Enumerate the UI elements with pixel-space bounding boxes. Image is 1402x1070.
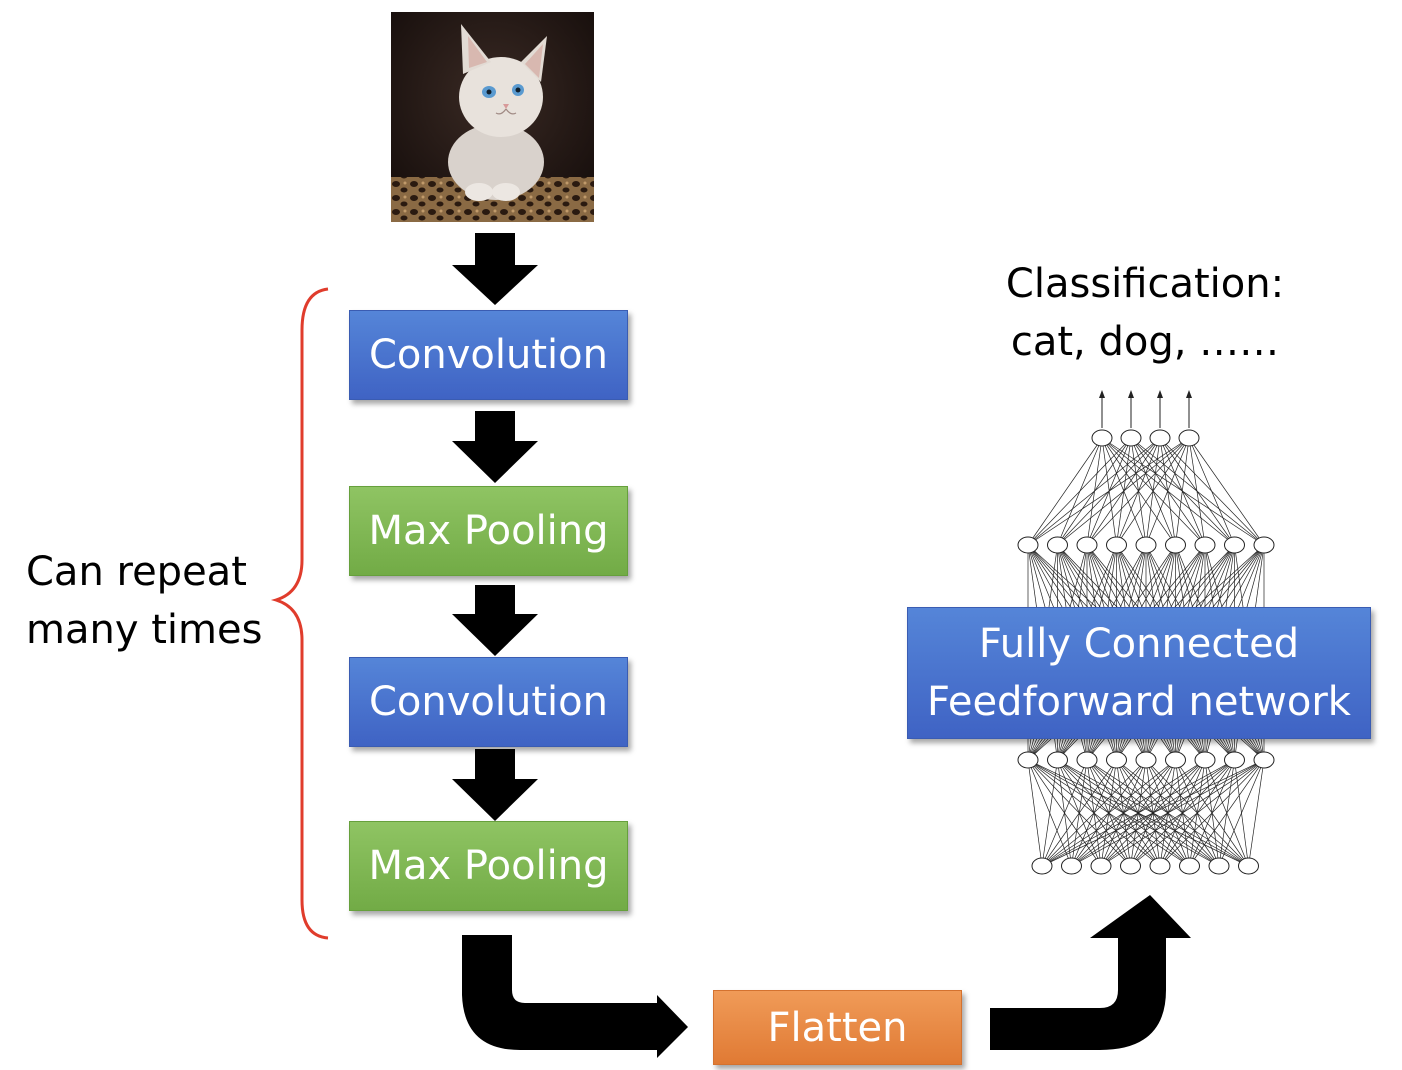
conv-box-2: Convolution bbox=[349, 657, 628, 747]
output-arrowhead-icon bbox=[1186, 390, 1192, 398]
conv-box-1-label: Convolution bbox=[369, 332, 608, 378]
network-edge bbox=[1116, 437, 1190, 546]
network-node bbox=[1208, 857, 1230, 875]
pool-box-1: Max Pooling bbox=[349, 486, 628, 576]
network-nodes bbox=[1017, 429, 1275, 875]
flatten-box: Flatten bbox=[713, 990, 962, 1065]
network-edge bbox=[1057, 437, 1190, 546]
network-node bbox=[1076, 751, 1098, 769]
network-edge bbox=[1159, 759, 1265, 867]
network-edge bbox=[1041, 759, 1176, 867]
output-arrowhead-icon bbox=[1128, 390, 1134, 398]
output-arrowhead-icon bbox=[1099, 390, 1105, 398]
output-arrowhead-icon bbox=[1157, 390, 1163, 398]
network-node bbox=[1238, 857, 1259, 875]
network-edge bbox=[1027, 759, 1043, 867]
network-node bbox=[1253, 751, 1275, 769]
network-edge bbox=[1188, 437, 1265, 546]
conv-box-1: Convolution bbox=[349, 310, 628, 400]
repeat-note-line1: Can repeat bbox=[26, 549, 247, 595]
network-node bbox=[1120, 429, 1142, 447]
repeat-brace-icon bbox=[270, 287, 329, 940]
arrow-down-icon bbox=[452, 749, 538, 821]
network-edge bbox=[1071, 759, 1265, 867]
repeat-note-line2: many times bbox=[26, 607, 263, 653]
fc-line2: Feedforward network bbox=[927, 679, 1351, 725]
input-image bbox=[391, 12, 594, 222]
network-edge bbox=[1027, 437, 1103, 546]
network-node bbox=[1149, 857, 1171, 875]
network-node bbox=[1224, 751, 1245, 769]
network-edge bbox=[1175, 437, 1190, 546]
network-edge bbox=[1041, 759, 1058, 867]
arrow-down-icon bbox=[452, 233, 538, 305]
fully-connected-box: Fully Connected Feedforward network bbox=[907, 607, 1371, 739]
network-node bbox=[1224, 536, 1245, 554]
network-edge bbox=[1041, 759, 1265, 867]
network-node bbox=[1091, 429, 1113, 447]
arrow-down-icon bbox=[452, 585, 538, 656]
network-edge bbox=[1027, 437, 1190, 546]
network-node bbox=[1179, 857, 1200, 875]
kitten-illustration bbox=[391, 12, 594, 222]
network-node bbox=[1076, 536, 1098, 554]
network-edge bbox=[1130, 759, 1265, 867]
network-node bbox=[1149, 429, 1171, 447]
network-edge bbox=[1041, 759, 1147, 867]
network-node bbox=[1017, 751, 1039, 769]
pool-box-2-label: Max Pooling bbox=[368, 843, 609, 889]
network-node bbox=[1135, 751, 1157, 769]
network-node bbox=[1178, 429, 1200, 447]
network-node bbox=[1106, 536, 1127, 554]
network-edge bbox=[1145, 437, 1190, 546]
network-edge bbox=[1188, 437, 1206, 546]
network-node bbox=[1106, 751, 1127, 769]
conv-box-2-label: Convolution bbox=[369, 679, 608, 725]
network-edge bbox=[1188, 437, 1235, 546]
classification-line1: Classification: bbox=[1005, 261, 1285, 307]
network-node bbox=[1135, 536, 1157, 554]
network-edge bbox=[1027, 437, 1161, 546]
network-node bbox=[1047, 536, 1068, 554]
network-node bbox=[1017, 536, 1039, 554]
network-node bbox=[1047, 751, 1068, 769]
network-edge bbox=[1027, 437, 1132, 546]
network-edge bbox=[1041, 759, 1117, 867]
network-edge bbox=[1041, 759, 1235, 867]
arrow-to-flatten-icon bbox=[462, 935, 688, 1058]
network-edge bbox=[1100, 759, 1265, 867]
classification-label: Classification: cat, dog, …… bbox=[1000, 255, 1290, 371]
network-node bbox=[1061, 857, 1082, 875]
classification-line2: cat, dog, …… bbox=[1010, 319, 1280, 365]
pool-box-1-label: Max Pooling bbox=[368, 508, 609, 554]
network-edge bbox=[1041, 759, 1088, 867]
flatten-label: Flatten bbox=[767, 1004, 908, 1051]
network-edge bbox=[1248, 759, 1265, 867]
network-node bbox=[1253, 536, 1275, 554]
network-output-arrows bbox=[1099, 390, 1192, 428]
network-edge bbox=[1041, 759, 1206, 867]
pool-box-2: Max Pooling bbox=[349, 821, 628, 911]
network-node bbox=[1120, 857, 1141, 875]
arrow-to-network-icon bbox=[990, 895, 1191, 1050]
network-node bbox=[1090, 857, 1112, 875]
network-node bbox=[1165, 751, 1186, 769]
fc-line1: Fully Connected bbox=[978, 621, 1300, 667]
network-node bbox=[1165, 536, 1186, 554]
network-edge bbox=[1189, 759, 1265, 867]
network-edge bbox=[1086, 437, 1190, 546]
network-node bbox=[1194, 751, 1216, 769]
network-node bbox=[1194, 536, 1216, 554]
arrow-down-icon bbox=[452, 411, 538, 483]
network-node bbox=[1031, 857, 1053, 875]
repeat-note: Can repeat many times bbox=[26, 543, 262, 659]
network-edge bbox=[1218, 759, 1265, 867]
